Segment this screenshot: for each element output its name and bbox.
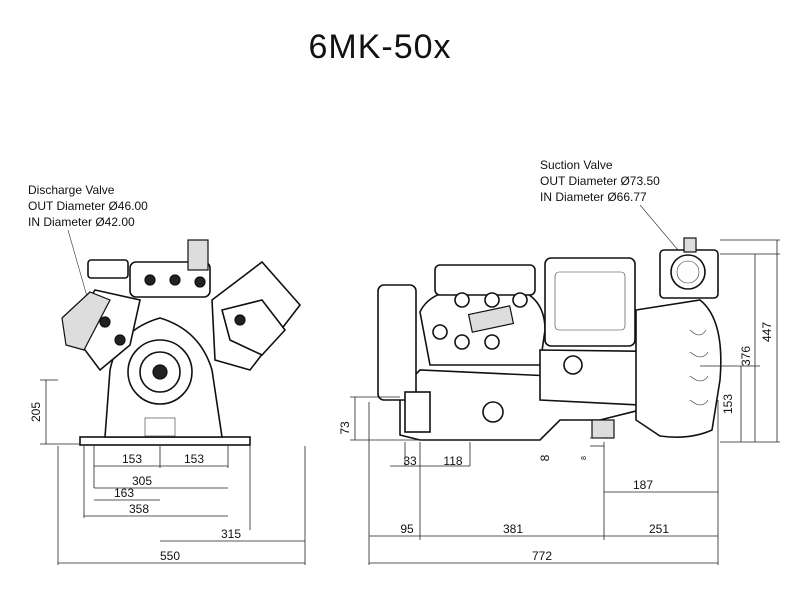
bolt (114, 334, 126, 346)
discharge-valve-out-diameter: OUT Diameter Ø46.00 (28, 199, 148, 213)
bolt (99, 316, 111, 328)
dim-side-187: 187 (633, 478, 653, 492)
discharge-leader-line (67, 229, 89, 301)
front-shaft-center (152, 364, 168, 380)
side-top-head (434, 264, 536, 296)
side-terminal-box-lid (554, 271, 626, 331)
dim-front-550: 550 (160, 549, 180, 563)
suction-valve-heading: Suction Valve (540, 158, 613, 172)
side-view-compressor (377, 237, 722, 441)
bolt (194, 276, 206, 288)
discharge-valve-in-diameter: IN Diameter Ø42.00 (28, 215, 135, 229)
dim-front-153-right: 153 (184, 452, 204, 466)
dim-front-358: 358 (129, 502, 149, 516)
bolt (484, 334, 500, 350)
bolt (484, 292, 500, 308)
side-view-dimensions: 73 33 118 8 8 187 95 381 251 772 (338, 239, 780, 565)
side-oil-pump-cover (377, 284, 417, 401)
side-mounting-foot (591, 419, 615, 439)
dim-side-772: 772 (532, 549, 552, 563)
dim-side-376: 376 (739, 346, 753, 366)
front-view-dimensions: 205 153 153 305 163 358 315 550 (29, 379, 306, 565)
side-suction-service-port (683, 237, 697, 253)
suction-valve-note: Suction Valve OUT Diameter Ø73.50 IN Dia… (540, 157, 660, 205)
dim-front-305: 305 (132, 474, 152, 488)
suction-valve-out-diameter: OUT Diameter Ø73.50 (540, 174, 660, 188)
dim-front-height-205: 205 (29, 402, 43, 422)
side-cooling-fin (689, 399, 709, 406)
front-base-plate (79, 436, 251, 446)
suction-leader-line (639, 204, 679, 251)
side-suction-port (670, 254, 706, 290)
front-top-valve (187, 239, 209, 271)
side-sight-glass (482, 401, 504, 423)
dim-side-447: 447 (760, 322, 774, 342)
dim-front-315: 315 (221, 527, 241, 541)
front-discharge-pipe (87, 259, 129, 279)
side-oil-pump (404, 391, 431, 433)
drawing-title: 6MK-50x (308, 28, 452, 66)
dim-side-153-height: 153 (721, 394, 735, 414)
bolt (454, 292, 470, 308)
side-motor-port (563, 355, 583, 375)
side-terminal-box (544, 257, 636, 347)
dim-side-251: 251 (649, 522, 669, 536)
bolt (169, 274, 181, 286)
dim-side-381: 381 (503, 522, 523, 536)
side-suction-bore (676, 260, 700, 284)
dim-side-8-mid: 8 (538, 454, 552, 461)
side-cooling-fin (689, 351, 709, 358)
front-sight-glass (144, 417, 176, 437)
discharge-valve-note: Discharge Valve OUT Diameter Ø46.00 IN D… (28, 182, 148, 230)
dim-front-153-left: 153 (122, 452, 142, 466)
dim-side-95: 95 (400, 522, 414, 536)
dim-side-8-small: 8 (581, 456, 588, 460)
bolt (432, 324, 448, 340)
bolt (512, 292, 528, 308)
suction-valve-in-diameter: IN Diameter Ø66.77 (540, 190, 647, 204)
dim-side-118: 118 (443, 454, 462, 468)
front-discharge-valve-body (61, 291, 111, 351)
front-view-compressor (61, 239, 302, 446)
side-motor-end-cover (635, 299, 722, 438)
front-right-head-cover (221, 299, 287, 356)
side-cooling-fin (689, 375, 709, 382)
discharge-valve-heading: Discharge Valve (28, 183, 115, 197)
side-cooling-fin (689, 329, 707, 336)
bolt (454, 334, 470, 350)
bolt (144, 274, 156, 286)
bolt (234, 314, 246, 326)
dim-side-33: 33 (403, 454, 417, 468)
dim-side-73: 73 (338, 421, 352, 435)
side-brand-plate (467, 305, 515, 333)
dim-front-163: 163 (114, 486, 134, 500)
